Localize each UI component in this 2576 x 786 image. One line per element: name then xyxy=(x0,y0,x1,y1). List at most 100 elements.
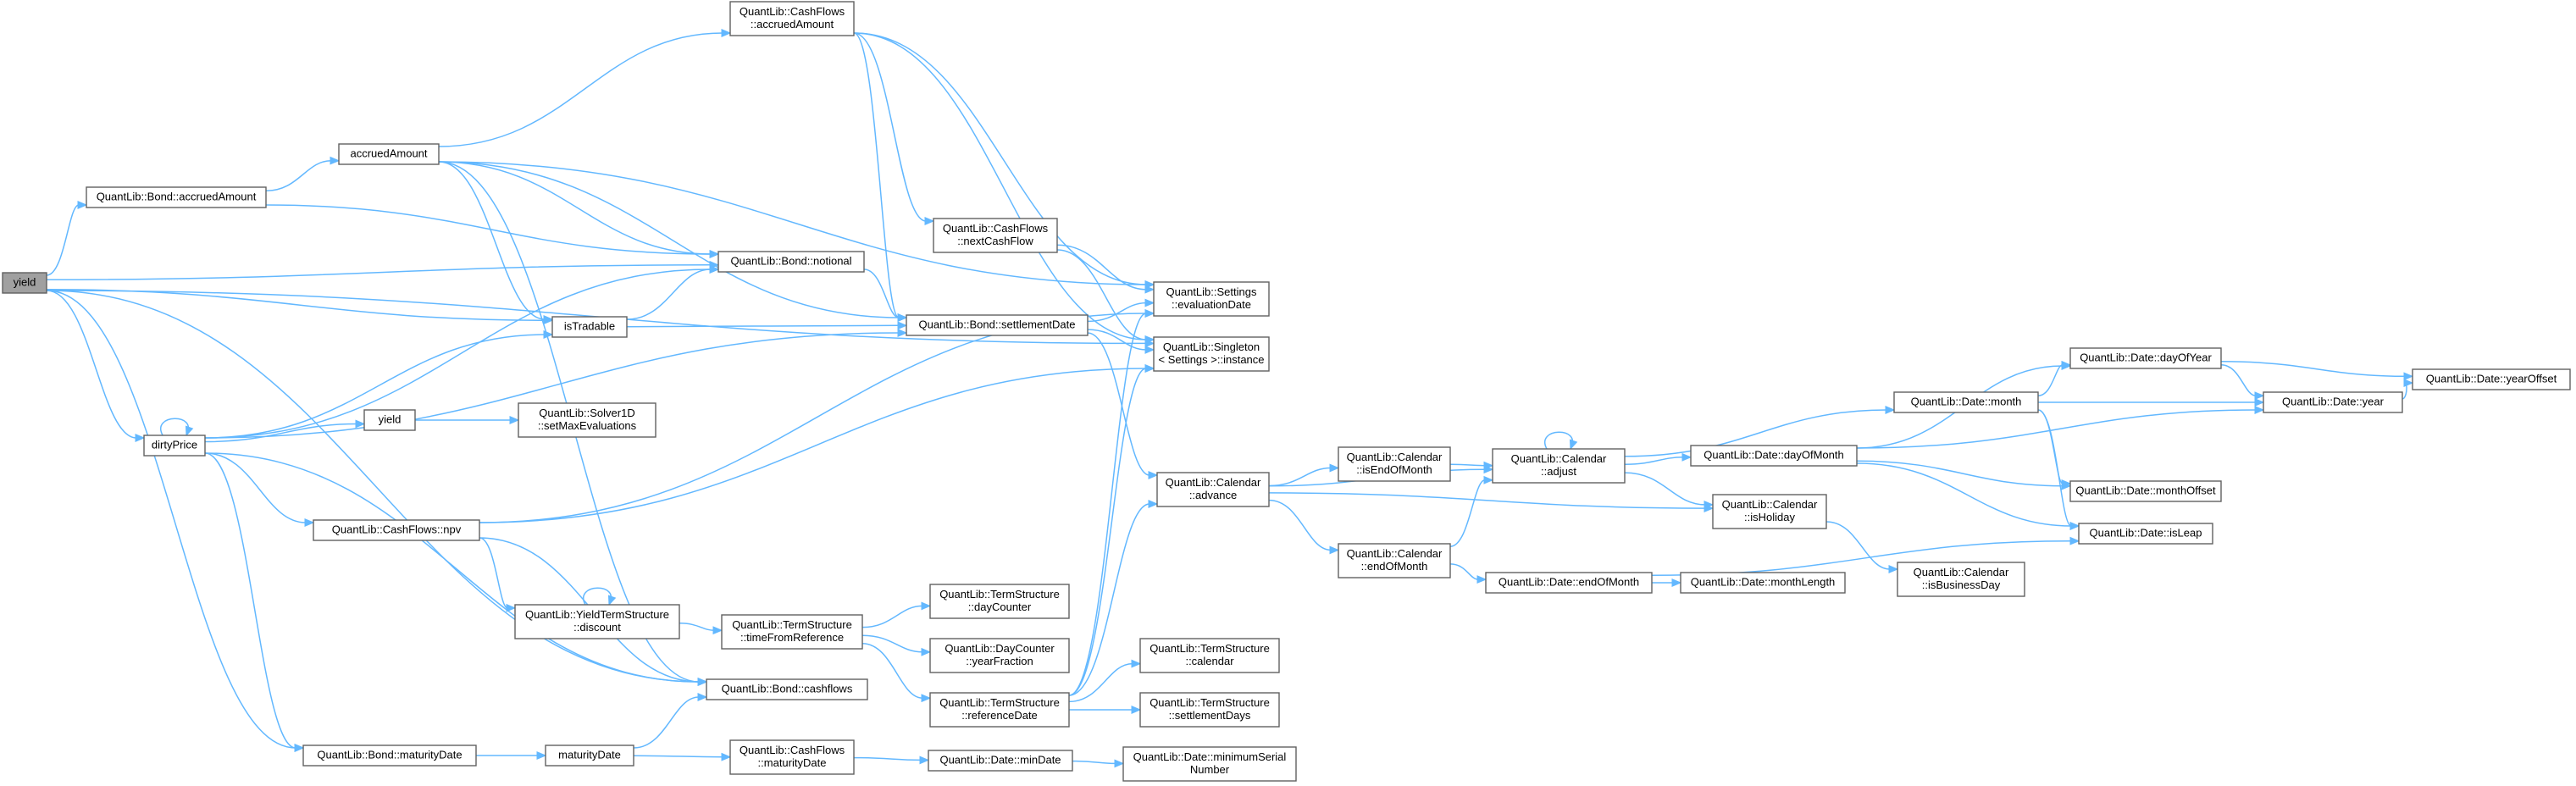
node-dateEndOfMonth[interactable]: QuantLib::Date::endOfMonth xyxy=(1485,572,1653,594)
node-isHoliday[interactable]: QuantLib::Calendar::isHoliday xyxy=(1712,494,1827,529)
node-solver[interactable]: QuantLib::Solver1D::setMaxEvaluations xyxy=(518,402,656,438)
edge-n_maturityDate-to-n_cashflows xyxy=(633,693,708,749)
node-box xyxy=(706,678,868,700)
edge-line xyxy=(265,204,712,255)
edge-line xyxy=(265,159,332,192)
edge-arrowhead xyxy=(1148,471,1159,479)
node-advance[interactable]: QuantLib::Calendar::advance xyxy=(1156,472,1270,507)
edge-n_isTradable-to-n_notional xyxy=(626,265,720,320)
edge-line xyxy=(46,204,80,276)
edge-n_timeFromRef-to-n_refDate xyxy=(861,643,932,703)
node-isBusinessDay[interactable]: QuantLib::Calendar::isBusinessDay xyxy=(1897,562,2025,597)
edge-n_yield2-to-n_solver xyxy=(415,416,520,424)
node-box xyxy=(1712,494,1827,529)
edge-line xyxy=(1624,472,1706,506)
edge-line xyxy=(861,634,923,653)
edge-arrowhead xyxy=(2254,406,2265,414)
edge-line xyxy=(46,289,546,321)
node-evalDate[interactable]: QuantLib::Settings::evaluationDate xyxy=(1153,281,1270,317)
node-box xyxy=(2412,368,2571,390)
node-label: QuantLib::CashFlows xyxy=(740,5,845,18)
edge-arrowhead xyxy=(921,647,932,656)
node-bondMaturity[interactable]: QuantLib::Bond::maturityDate xyxy=(302,744,477,767)
node-label: QuantLib::Date::monthLength xyxy=(1691,575,1836,588)
node-cf-next[interactable]: QuantLib::CashFlows::nextCashFlow xyxy=(933,218,1058,253)
node-refDate[interactable]: QuantLib::TermStructure::referenceDate xyxy=(929,692,1070,728)
node-dayOfMonth[interactable]: QuantLib::Date::dayOfMonth xyxy=(1690,445,1858,467)
node-box xyxy=(717,251,865,273)
edge-arrowhead xyxy=(1483,475,1494,484)
node-box xyxy=(551,316,628,338)
edge-n_accruedAmount-to-n_notional xyxy=(438,161,720,258)
node-label: yield xyxy=(379,412,402,425)
node-isTradable[interactable]: isTradable xyxy=(551,316,628,338)
edge-line xyxy=(1624,457,1684,465)
node-label: ::nextCashFlow xyxy=(957,235,1033,247)
edge-n_maturityDate-to-n_cfMaturity xyxy=(633,752,732,761)
edge-arrowhead xyxy=(2069,536,2080,545)
node-label: Number xyxy=(1190,763,1230,776)
node-npv[interactable]: QuantLib::CashFlows::npv xyxy=(313,519,480,541)
edge-line xyxy=(1856,460,2064,487)
node-label: ::evaluationDate xyxy=(1172,298,1251,311)
node-dayCounter[interactable]: QuantLib::TermStructure::dayCounter xyxy=(929,584,1070,619)
edge-line xyxy=(1624,409,1887,457)
edge-line xyxy=(853,32,1147,285)
node-tsSettleDays[interactable]: QuantLib::TermStructure::settlementDays xyxy=(1139,692,1280,728)
edge-n_cf_next-to-n_evalDate xyxy=(1056,244,1155,294)
node-box xyxy=(313,519,480,541)
node-year[interactable]: QuantLib::Date::year xyxy=(2263,391,2403,413)
edge-n_accruedAmount-to-n_isTradable xyxy=(438,161,554,324)
edge-arrowhead xyxy=(712,626,723,635)
edge-line xyxy=(1068,368,1147,696)
edge-arrowhead xyxy=(1476,575,1487,584)
node-yearOffset[interactable]: QuantLib::Date::yearOffset xyxy=(2412,368,2571,390)
edge-n_dirtyPrice-to-n_settlement xyxy=(204,329,908,439)
node-month[interactable]: QuantLib::Date::month xyxy=(1893,391,2039,413)
node-label: ::maturityDate xyxy=(758,756,827,769)
node-label: QuantLib::Date::dayOfMonth xyxy=(1703,448,1843,461)
node-isEndOfMonth[interactable]: QuantLib::Calendar::isEndOfMonth xyxy=(1338,446,1451,482)
node-label: ::referenceDate xyxy=(961,709,1038,722)
edge-n_calEndOfMonth-to-n_adjust xyxy=(1449,475,1494,547)
node-timeFromRef[interactable]: QuantLib::TermStructure::timeFromReferen… xyxy=(721,614,863,650)
node-monthOffset[interactable]: QuantLib::Date::monthOffset xyxy=(2069,480,2222,502)
node-maturityDate[interactable]: maturityDate xyxy=(545,744,634,767)
edge-n_accruedAmount-to-n_cf_accrued xyxy=(438,29,732,147)
node-label: accruedAmount xyxy=(350,147,427,159)
edge-n_yield_root-to-n_dirtyPrice xyxy=(46,290,146,442)
node-box xyxy=(86,186,267,208)
node-accruedAmount[interactable]: accruedAmount xyxy=(338,143,440,165)
node-label: QuantLib::Bond::cashflows xyxy=(722,682,853,695)
node-yield2[interactable]: yield xyxy=(363,409,416,431)
node-label: QuantLib::Calendar xyxy=(1914,566,2009,578)
edge-line xyxy=(438,161,546,320)
edge-arrowhead xyxy=(1329,463,1340,473)
node-cashflows[interactable]: QuantLib::Bond::cashflows xyxy=(706,678,868,700)
node-box xyxy=(1485,572,1653,594)
node-isLeap[interactable]: QuantLib::Date::isLeap xyxy=(2078,523,2213,545)
node-notional[interactable]: QuantLib::Bond::notional xyxy=(717,251,865,273)
node-dirtyPrice[interactable]: dirtyPrice xyxy=(143,435,206,457)
node-label: QuantLib::Date::endOfMonth xyxy=(1499,575,1639,588)
node-dayOfYear[interactable]: QuantLib::Date::dayOfYear xyxy=(2069,347,2222,369)
node-box xyxy=(545,744,634,767)
node-adjust[interactable]: QuantLib::Calendar::adjust xyxy=(1492,448,1626,484)
node-settlement[interactable]: QuantLib::Bond::settlementDate xyxy=(906,314,1089,336)
node-calEndOfMonth[interactable]: QuantLib::Calendar::endOfMonth xyxy=(1338,543,1451,578)
node-label: QuantLib::Solver1D xyxy=(539,407,634,419)
node-bond-accrued[interactable]: QuantLib::Bond::accruedAmount xyxy=(86,186,267,208)
node-minDate[interactable]: QuantLib::Date::minDate xyxy=(928,750,1073,772)
node-cf-accrued[interactable]: QuantLib::CashFlows::accruedAmount xyxy=(729,1,855,36)
node-tsCalendar[interactable]: QuantLib::TermStructure::calendar xyxy=(1139,638,1280,673)
edge-arrowhead xyxy=(2061,479,2072,488)
node-monthLength[interactable]: QuantLib::Date::monthLength xyxy=(1680,572,1846,594)
edge-arrowhead xyxy=(2061,360,2072,369)
node-cfMaturity[interactable]: QuantLib::CashFlows::maturityDate xyxy=(729,739,855,775)
node-discount[interactable]: QuantLib::YieldTermStructure::discount xyxy=(514,604,680,639)
node-label: QuantLib::Calendar xyxy=(1722,498,1818,511)
node-yearFraction[interactable]: QuantLib::DayCounter::yearFraction xyxy=(929,638,1070,673)
edge-n_cf_accrued-to-n_singleton xyxy=(853,32,1155,344)
node-singleton[interactable]: QuantLib::Singleton< Settings >::instanc… xyxy=(1153,336,1270,372)
